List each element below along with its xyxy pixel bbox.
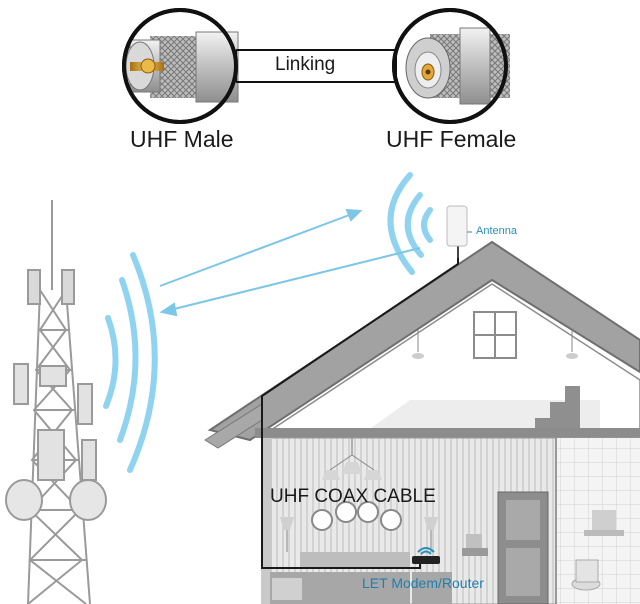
router-label: LET Modem/Router xyxy=(362,575,484,591)
coax-cable-label: UHF COAX CABLE xyxy=(270,486,436,507)
signal-arrows xyxy=(159,208,421,317)
linking-frame xyxy=(235,49,397,83)
uhf-female-connector-illustration xyxy=(392,8,510,124)
antenna-signal-waves xyxy=(387,172,433,275)
uhf-male-connector-illustration xyxy=(122,8,239,124)
antenna-label: Antenna xyxy=(476,225,517,237)
tower-signal-waves xyxy=(103,252,158,473)
cell-tower xyxy=(5,200,107,604)
house xyxy=(204,240,640,604)
linking-label: Linking xyxy=(275,54,336,75)
uhf-female-label: UHF Female xyxy=(386,126,517,152)
router-icon xyxy=(412,547,440,564)
rooftop-antenna xyxy=(446,205,472,262)
coax-cable xyxy=(261,258,459,569)
uhf-male-label: UHF Male xyxy=(130,126,234,152)
